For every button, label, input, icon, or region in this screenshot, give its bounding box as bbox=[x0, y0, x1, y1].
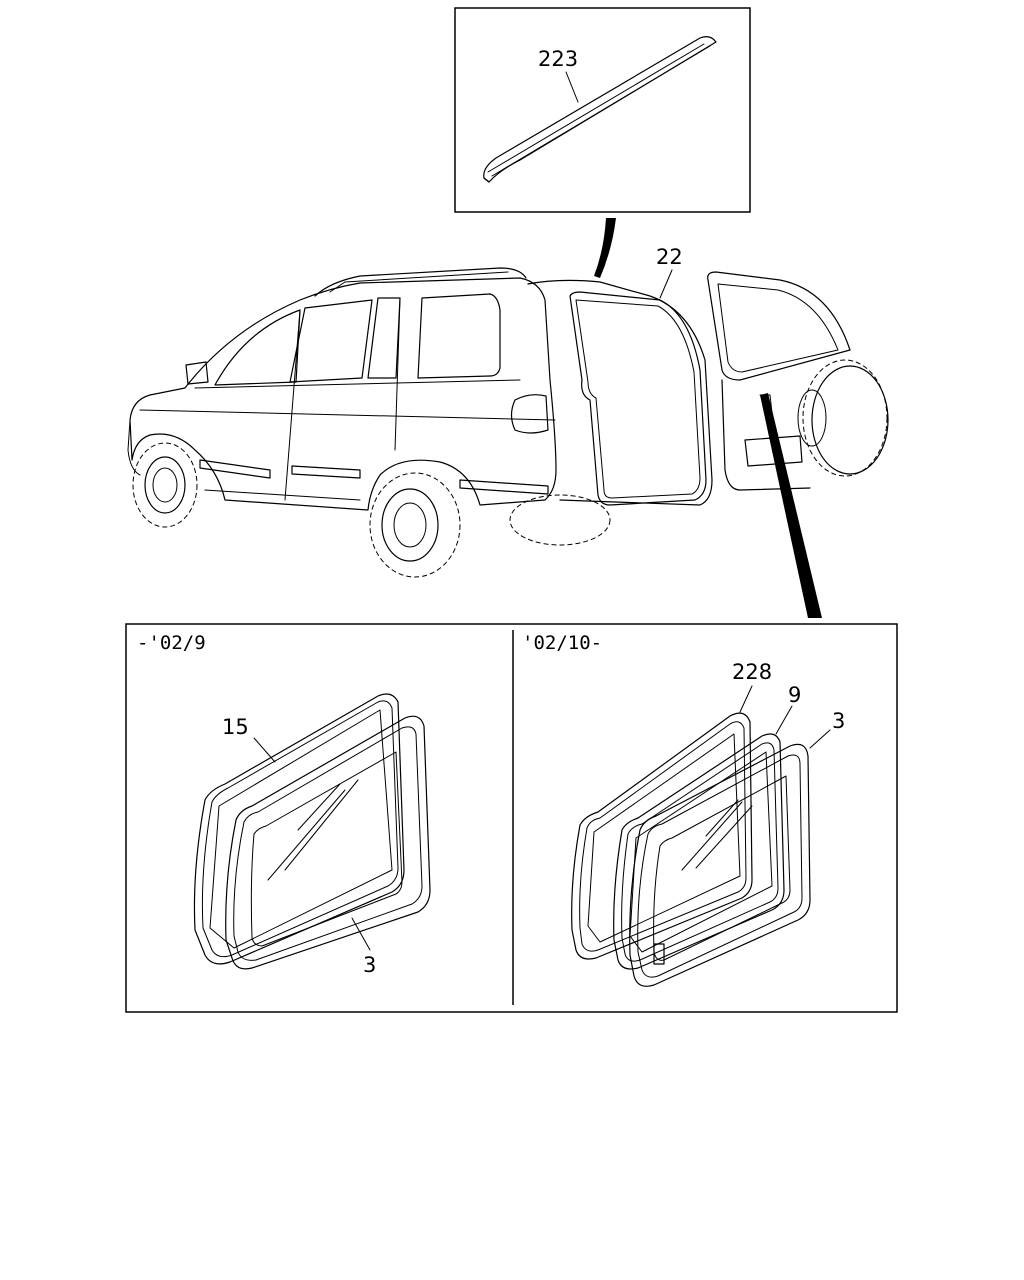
vehicle-illustration bbox=[127, 267, 889, 578]
label-3-early: 3 bbox=[363, 953, 376, 977]
label-228: 228 bbox=[732, 660, 772, 684]
leader-228 bbox=[739, 685, 753, 713]
label-223: 223 bbox=[538, 47, 578, 71]
panel-early: -'02/9 15 3 bbox=[137, 632, 431, 977]
label-9: 9 bbox=[788, 683, 801, 707]
label-15: 15 bbox=[222, 715, 249, 739]
caption-late: '02/10- bbox=[522, 632, 602, 654]
leader-9 bbox=[775, 705, 793, 735]
label-22: 22 bbox=[656, 245, 683, 269]
roof-molding-inset: 223 bbox=[454, 7, 751, 213]
pointer-inset-roof bbox=[594, 218, 616, 278]
leader-223 bbox=[565, 71, 579, 103]
roof-molding-part bbox=[483, 36, 717, 183]
pointer-door-glass bbox=[760, 393, 822, 618]
caption-early: -'02/9 bbox=[137, 632, 206, 654]
leader-3-late bbox=[809, 729, 831, 749]
leader-22 bbox=[659, 269, 673, 299]
glass-detail-frame bbox=[125, 623, 898, 1013]
leader-15 bbox=[253, 737, 276, 763]
panel-late: '02/10- 228 9 3 bbox=[522, 632, 845, 987]
label-3-late: 3 bbox=[832, 709, 845, 733]
glass-sticker bbox=[653, 943, 665, 965]
leader-3-early bbox=[351, 917, 371, 951]
